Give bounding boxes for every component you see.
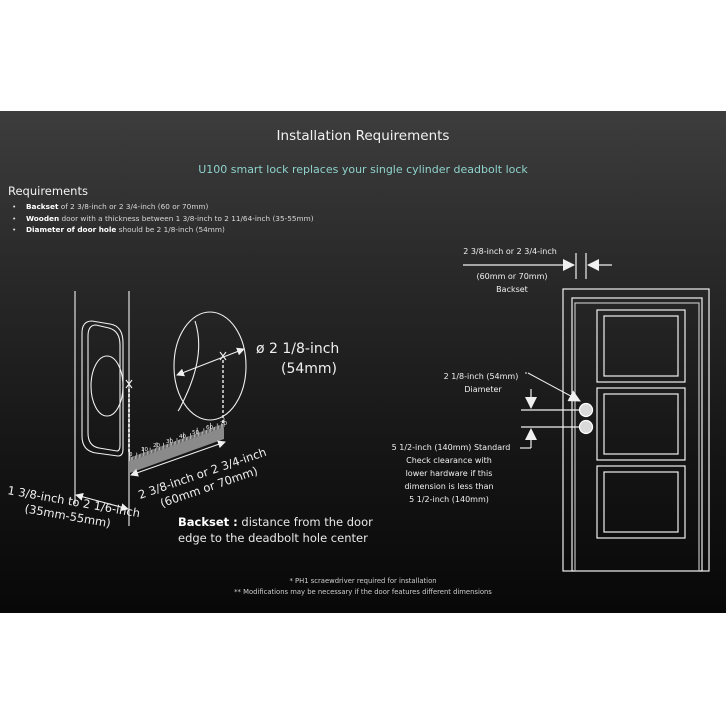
ruler-tick-label: 0	[129, 452, 133, 458]
backset-label: 2 3/8-inch or 2 3/4-inch	[463, 247, 557, 256]
spacing-note-line: lower hardware if this	[406, 469, 493, 478]
door-front-diagram	[463, 253, 710, 572]
hole-diameter-arrow	[176, 347, 245, 377]
diameter-leader-arrow	[527, 372, 581, 402]
backset-definition-text: distance from the door	[237, 515, 373, 529]
diameter-caption: Diameter	[464, 385, 502, 394]
door-hole-bore-curve	[177, 320, 200, 412]
requirements-list: Backset of 2 3/8-inch or 2 3/4-inch (60 …	[12, 201, 314, 236]
diameter-label: 2 1/8-inch (54mm)	[444, 372, 519, 381]
lock-plate-outer	[81, 320, 124, 457]
backset-arrow	[130, 440, 226, 477]
door-panel-middle-inner	[603, 393, 679, 455]
requirement-label: Diameter of door hole	[26, 225, 117, 234]
hole-diameter-mm-label: (54mm)	[281, 361, 337, 377]
requirement-item: Wooden door with a thickness between 1 3…	[12, 213, 314, 225]
spacing-label: 5 1/2-inch (140mm) Standard	[392, 443, 511, 452]
door-panel-bottom	[596, 465, 686, 539]
backset-caption: Backset	[496, 285, 528, 294]
hole-diameter-label: ø 2 1/8-inch	[256, 341, 339, 357]
ruler-tick-label: 40	[179, 434, 186, 440]
backset-definition-text: edge to the deadbolt hole center	[178, 531, 368, 545]
requirement-text: door with a thickness between 1 3/8-inch…	[59, 213, 314, 223]
backset-mm-label: (60mm or 70mm)	[476, 272, 547, 281]
lock-plate-inner	[87, 324, 121, 452]
requirement-item: Diameter of door hole should be 2 1/8-in…	[12, 224, 314, 236]
door-frame-inner	[571, 297, 703, 572]
latch-center-mark	[125, 379, 133, 389]
spacing-note-line: dimension is less than	[404, 482, 493, 491]
page-title: Installation Requirements	[276, 128, 450, 144]
installation-panel: Installation Requirements U100 smart loc…	[0, 111, 726, 613]
requirements-heading: Requirements	[8, 184, 88, 198]
door-panel-bottom-inner	[603, 471, 679, 533]
footnote-screwdriver: * PH1 scraewdriver required for installa…	[289, 577, 437, 585]
requirement-text: of 2 3/8-inch or 2 3/4-inch (60 or 70mm)	[58, 202, 209, 211]
requirement-label: Backset	[26, 202, 59, 211]
door-edge-diagram	[74, 291, 247, 526]
backset-definition-term: Backset :	[178, 515, 238, 529]
door-hole-outline	[173, 311, 247, 421]
requirement-text: should be 2 1/8-inch (54mm)	[116, 225, 225, 234]
deadbolt-hole-icon	[578, 402, 594, 418]
ruler-tick-label: 50	[192, 430, 199, 436]
ruler-tick-label: 10	[141, 447, 148, 453]
ruler-tick-labels: 0 10 20 30 40 50 60 70	[129, 421, 227, 458]
spacing-note-line: 5 1/2-inch (140mm)	[409, 495, 489, 504]
spacing-note-line: Check clearance with	[406, 456, 492, 465]
door-thickness-arrow	[75, 492, 129, 512]
door-slab	[574, 302, 700, 572]
backset-definition: Backset : distance from the door edge to…	[178, 514, 373, 546]
ruler-tick-label: 20	[153, 443, 160, 449]
ruler-tick-label: 60	[206, 425, 213, 431]
page-subtitle: U100 smart lock replaces your single cyl…	[198, 163, 528, 176]
ruler-tick-label: 70	[220, 421, 227, 427]
door-panel-top-inner	[603, 315, 679, 377]
installation-diagram: 0 10 20 30 40 50 60 70 ø 2 1/8-inch (54m…	[6, 247, 710, 572]
handle-hole-icon	[578, 419, 594, 435]
ruler-tick-label: 30	[166, 439, 173, 445]
lock-cylinder-outline	[90, 355, 124, 417]
requirement-label: Wooden	[26, 213, 60, 223]
door-panel-middle	[596, 387, 686, 461]
door-panel-top	[596, 309, 686, 383]
requirement-item: Backset of 2 3/8-inch or 2 3/4-inch (60 …	[12, 201, 314, 213]
footnotes: * PH1 scraewdriver required for installa…	[0, 576, 726, 598]
footnote-modifications: ** Modifications may be necessary if the…	[234, 588, 492, 596]
hole-center-mark	[219, 351, 227, 361]
